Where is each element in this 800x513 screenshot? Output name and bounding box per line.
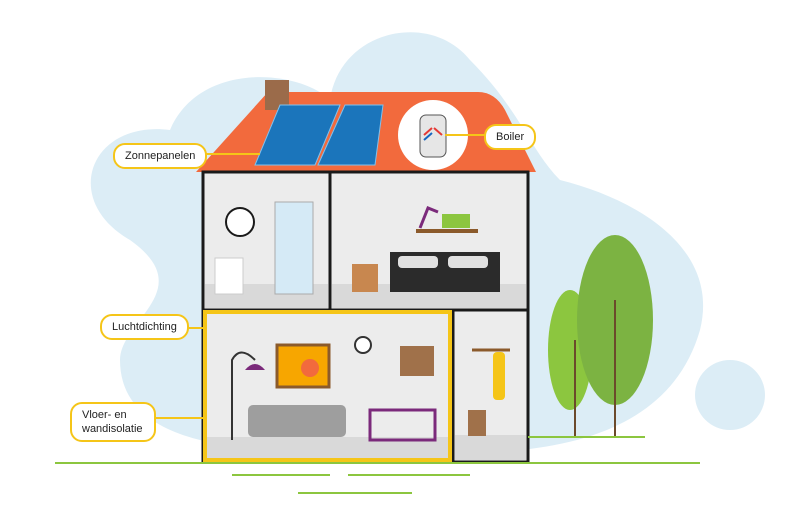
boiler-icon — [419, 114, 447, 158]
solar-panel-right — [317, 104, 384, 166]
background-circle — [695, 360, 765, 430]
toilet-icon — [214, 257, 244, 295]
label-insulation: Vloer- en wandisolatie — [70, 402, 156, 442]
label-airtight: Luchtdichting — [100, 314, 189, 340]
label-insulation-line1: Vloer- en — [82, 409, 127, 421]
cabinet-icon — [400, 346, 434, 376]
coat-icon — [493, 352, 505, 400]
shower-icon — [274, 201, 314, 295]
desk-lamp-icon — [418, 206, 439, 229]
label-insulation-line2: wandisolatie — [82, 423, 143, 435]
mirror-icon — [225, 207, 255, 237]
umbrella-stand-icon — [468, 410, 486, 436]
airtight-seal — [203, 310, 452, 462]
nightstand-icon — [352, 264, 378, 292]
floor-lamp-icon — [231, 351, 256, 440]
label-solar-panels: Zonnepanelen — [113, 143, 208, 169]
dining-table-icon — [368, 408, 437, 442]
sofa-icon — [248, 405, 346, 437]
clock-icon — [354, 336, 372, 354]
shelf-icon — [416, 229, 478, 233]
label-boiler: Boiler — [484, 124, 537, 150]
solar-panel-left — [254, 104, 341, 166]
